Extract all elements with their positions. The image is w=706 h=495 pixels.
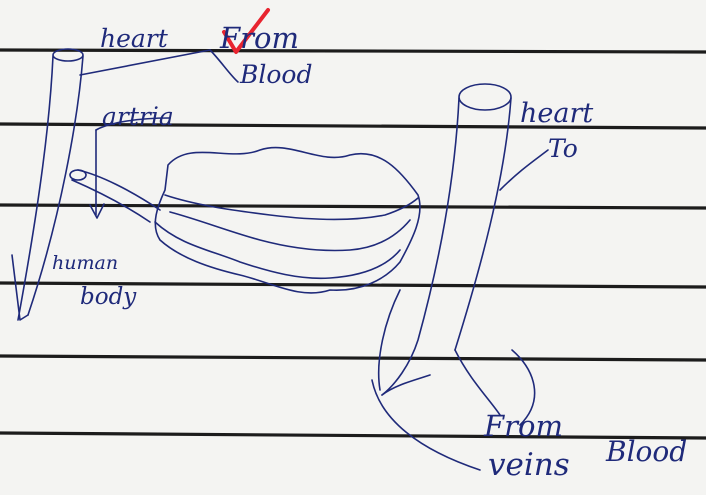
left-vessel [12,49,238,320]
artria-arrow [90,118,170,218]
organ-shape [155,148,420,293]
label-blood-bottom: Blood [606,438,687,466]
rule-line [0,433,706,438]
rule-line [0,205,706,208]
branch-vessel [70,170,160,222]
label-heart-top: heart [100,26,168,51]
label-heart-right: heart [520,100,593,127]
label-to-right: To [548,136,578,161]
rule-line [0,356,706,360]
label-from-bottom: From [484,412,563,441]
label-veins: veins [488,450,570,481]
label-human: human [52,254,118,273]
label-artria: artria [102,104,174,129]
label-blood-top: Blood [240,62,312,87]
label-from-top: From [220,24,299,53]
label-body: body [80,286,136,309]
